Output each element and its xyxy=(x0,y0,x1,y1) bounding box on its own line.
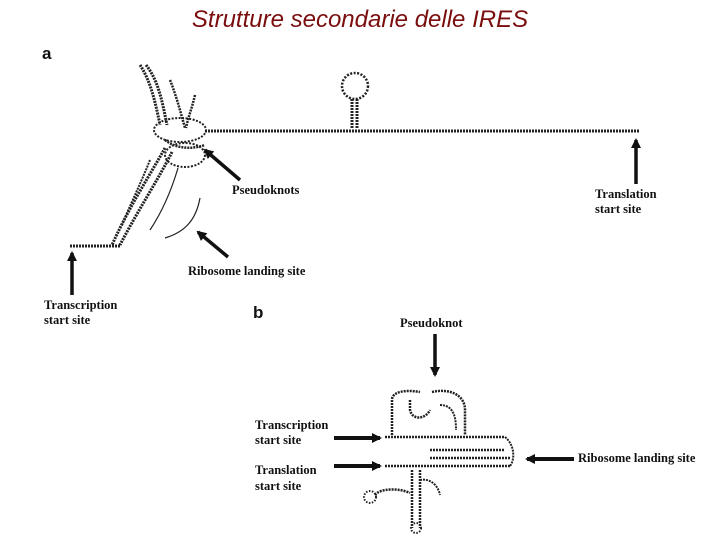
page-title: Strutture secondarie delle IRES xyxy=(191,6,529,33)
panel-a-letter: a xyxy=(42,44,52,63)
pseudoknots-label: Pseudoknots xyxy=(232,183,300,197)
translation-start-label-a-line2: start site xyxy=(595,202,642,216)
translation-start-label-b-line1: Translation xyxy=(255,463,317,477)
translation-start-label-a-line1: Translation xyxy=(595,187,657,201)
transcription-start-label-b-line2: start site xyxy=(255,433,302,447)
ribosome-landing-label-a: Ribosome landing site xyxy=(188,264,306,278)
panel-b-structure xyxy=(363,389,515,534)
panel-a-structure xyxy=(70,64,640,248)
ribosome-landing-arrow-a xyxy=(196,230,230,259)
translation-start-label-b-line2: start site xyxy=(255,479,302,493)
transcription-start-label-a-line2: start site xyxy=(44,313,91,327)
pseudoknots-arrow xyxy=(203,148,242,182)
panel-b-letter: b xyxy=(253,303,264,322)
pseudoknot-label-b: Pseudoknot xyxy=(400,316,463,330)
transcription-start-label-b-line1: Transcription xyxy=(255,418,329,432)
ribosome-landing-label-b: Ribosome landing site xyxy=(578,451,696,465)
transcription-start-label-a-line1: Transcription xyxy=(44,298,118,312)
